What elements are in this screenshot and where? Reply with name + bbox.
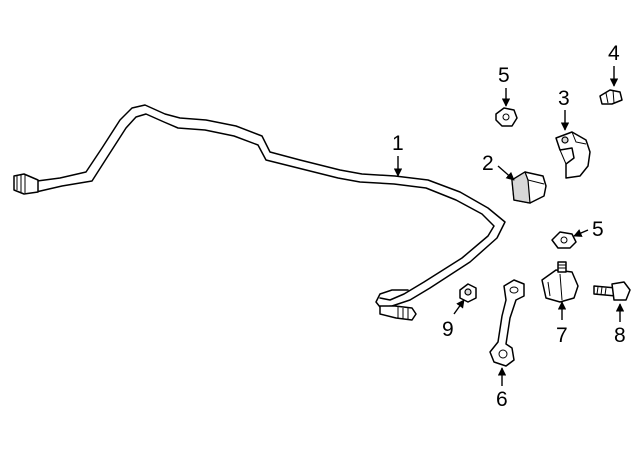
callout-6: 6 (496, 388, 508, 411)
callout-1: 1 (392, 132, 404, 155)
callout-5-upper: 5 (498, 64, 510, 87)
stabilizer-bar (13, 104, 506, 321)
callout-8: 8 (614, 324, 626, 347)
callout-4: 4 (608, 42, 620, 65)
callout-5-lower: 5 (592, 218, 604, 241)
bushing-bracket (555, 131, 591, 179)
leader-2 (497, 165, 515, 181)
nut-lower (551, 231, 577, 249)
bushing-part (511, 171, 547, 204)
callout-3: 3 (558, 87, 570, 110)
link-bracket (541, 261, 579, 303)
callout-2: 2 (482, 152, 494, 175)
leader-5b (573, 229, 589, 237)
leader-9 (453, 299, 465, 315)
bolt-small (599, 89, 623, 105)
nut-upper (495, 107, 518, 127)
callout-labels: 1 2 3 4 5 5 6 7 8 9 (392, 42, 626, 411)
stabilizer-link (489, 279, 525, 367)
callout-7: 7 (556, 324, 568, 347)
bolt-long (593, 281, 631, 301)
callout-9: 9 (442, 318, 454, 341)
leader-lines (393, 66, 625, 386)
link-bushing (459, 283, 477, 303)
